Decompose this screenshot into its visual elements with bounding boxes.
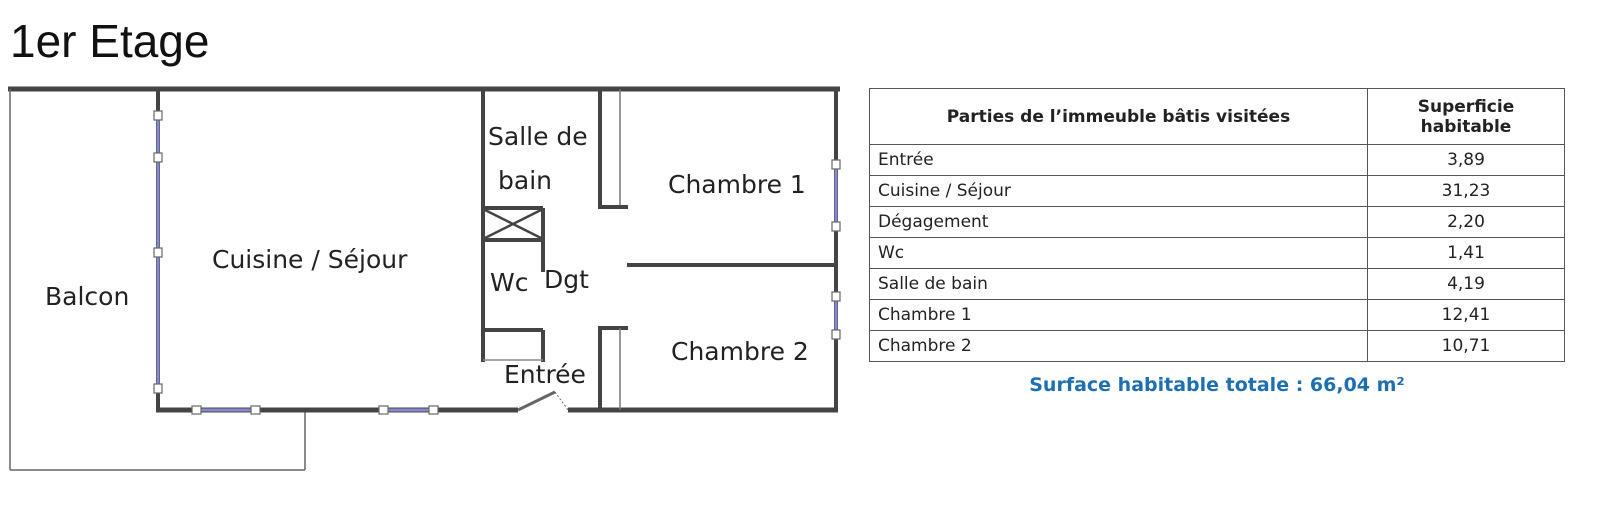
header-superficie-line1: Superficie <box>1417 96 1515 117</box>
room-name: Dégagement <box>869 206 1368 238</box>
window-frames <box>153 110 841 415</box>
room-label-dgt: Dgt <box>544 265 589 294</box>
entrance-door <box>517 390 569 412</box>
room-name: Wc <box>869 237 1368 269</box>
table-header: Parties de l’immeuble bâtis visitées Sup… <box>869 88 1565 145</box>
room-name: Chambre 2 <box>869 330 1368 362</box>
room-name: Salle de bain <box>869 268 1368 300</box>
room-area: 1,41 <box>1367 237 1565 269</box>
room-label-chambre-1: Chambre 1 <box>668 170 806 199</box>
room-label-cuisine-sejour: Cuisine / Séjour <box>212 245 408 274</box>
room-label-chambre-2: Chambre 2 <box>671 337 809 366</box>
room-label-balcon: Balcon <box>45 282 129 311</box>
room-name: Entrée <box>869 144 1368 176</box>
floor-plan: Balcon Cuisine / Séjour Salle de bain Wc… <box>8 86 841 471</box>
total-surface: Surface habitable totale : 66,04 m² <box>1029 374 1405 396</box>
area-table: Parties de l’immeuble bâtis visitées Sup… <box>869 88 1565 362</box>
room-area: 10,71 <box>1367 330 1565 362</box>
walls <box>8 86 840 471</box>
room-label-entree: Entrée <box>504 360 586 389</box>
room-label-wc: Wc <box>490 268 528 297</box>
room-area: 2,20 <box>1367 206 1565 238</box>
room-name: Chambre 1 <box>869 299 1368 331</box>
room-name: Cuisine / Séjour <box>869 175 1368 207</box>
room-label-salle-de-bain: Salle de <box>488 122 588 151</box>
room-area: 4,19 <box>1367 268 1565 300</box>
room-label-salle-de-bain-2: bain <box>498 166 552 195</box>
floor-title: 1er Etage <box>10 15 210 67</box>
header-superficie-line2: habitable <box>1420 116 1512 137</box>
header-parties: Parties de l’immeuble bâtis visitées <box>869 88 1368 145</box>
room-area: 3,89 <box>1367 144 1565 176</box>
room-area: 12,41 <box>1367 299 1565 331</box>
room-area: 31,23 <box>1367 175 1565 207</box>
